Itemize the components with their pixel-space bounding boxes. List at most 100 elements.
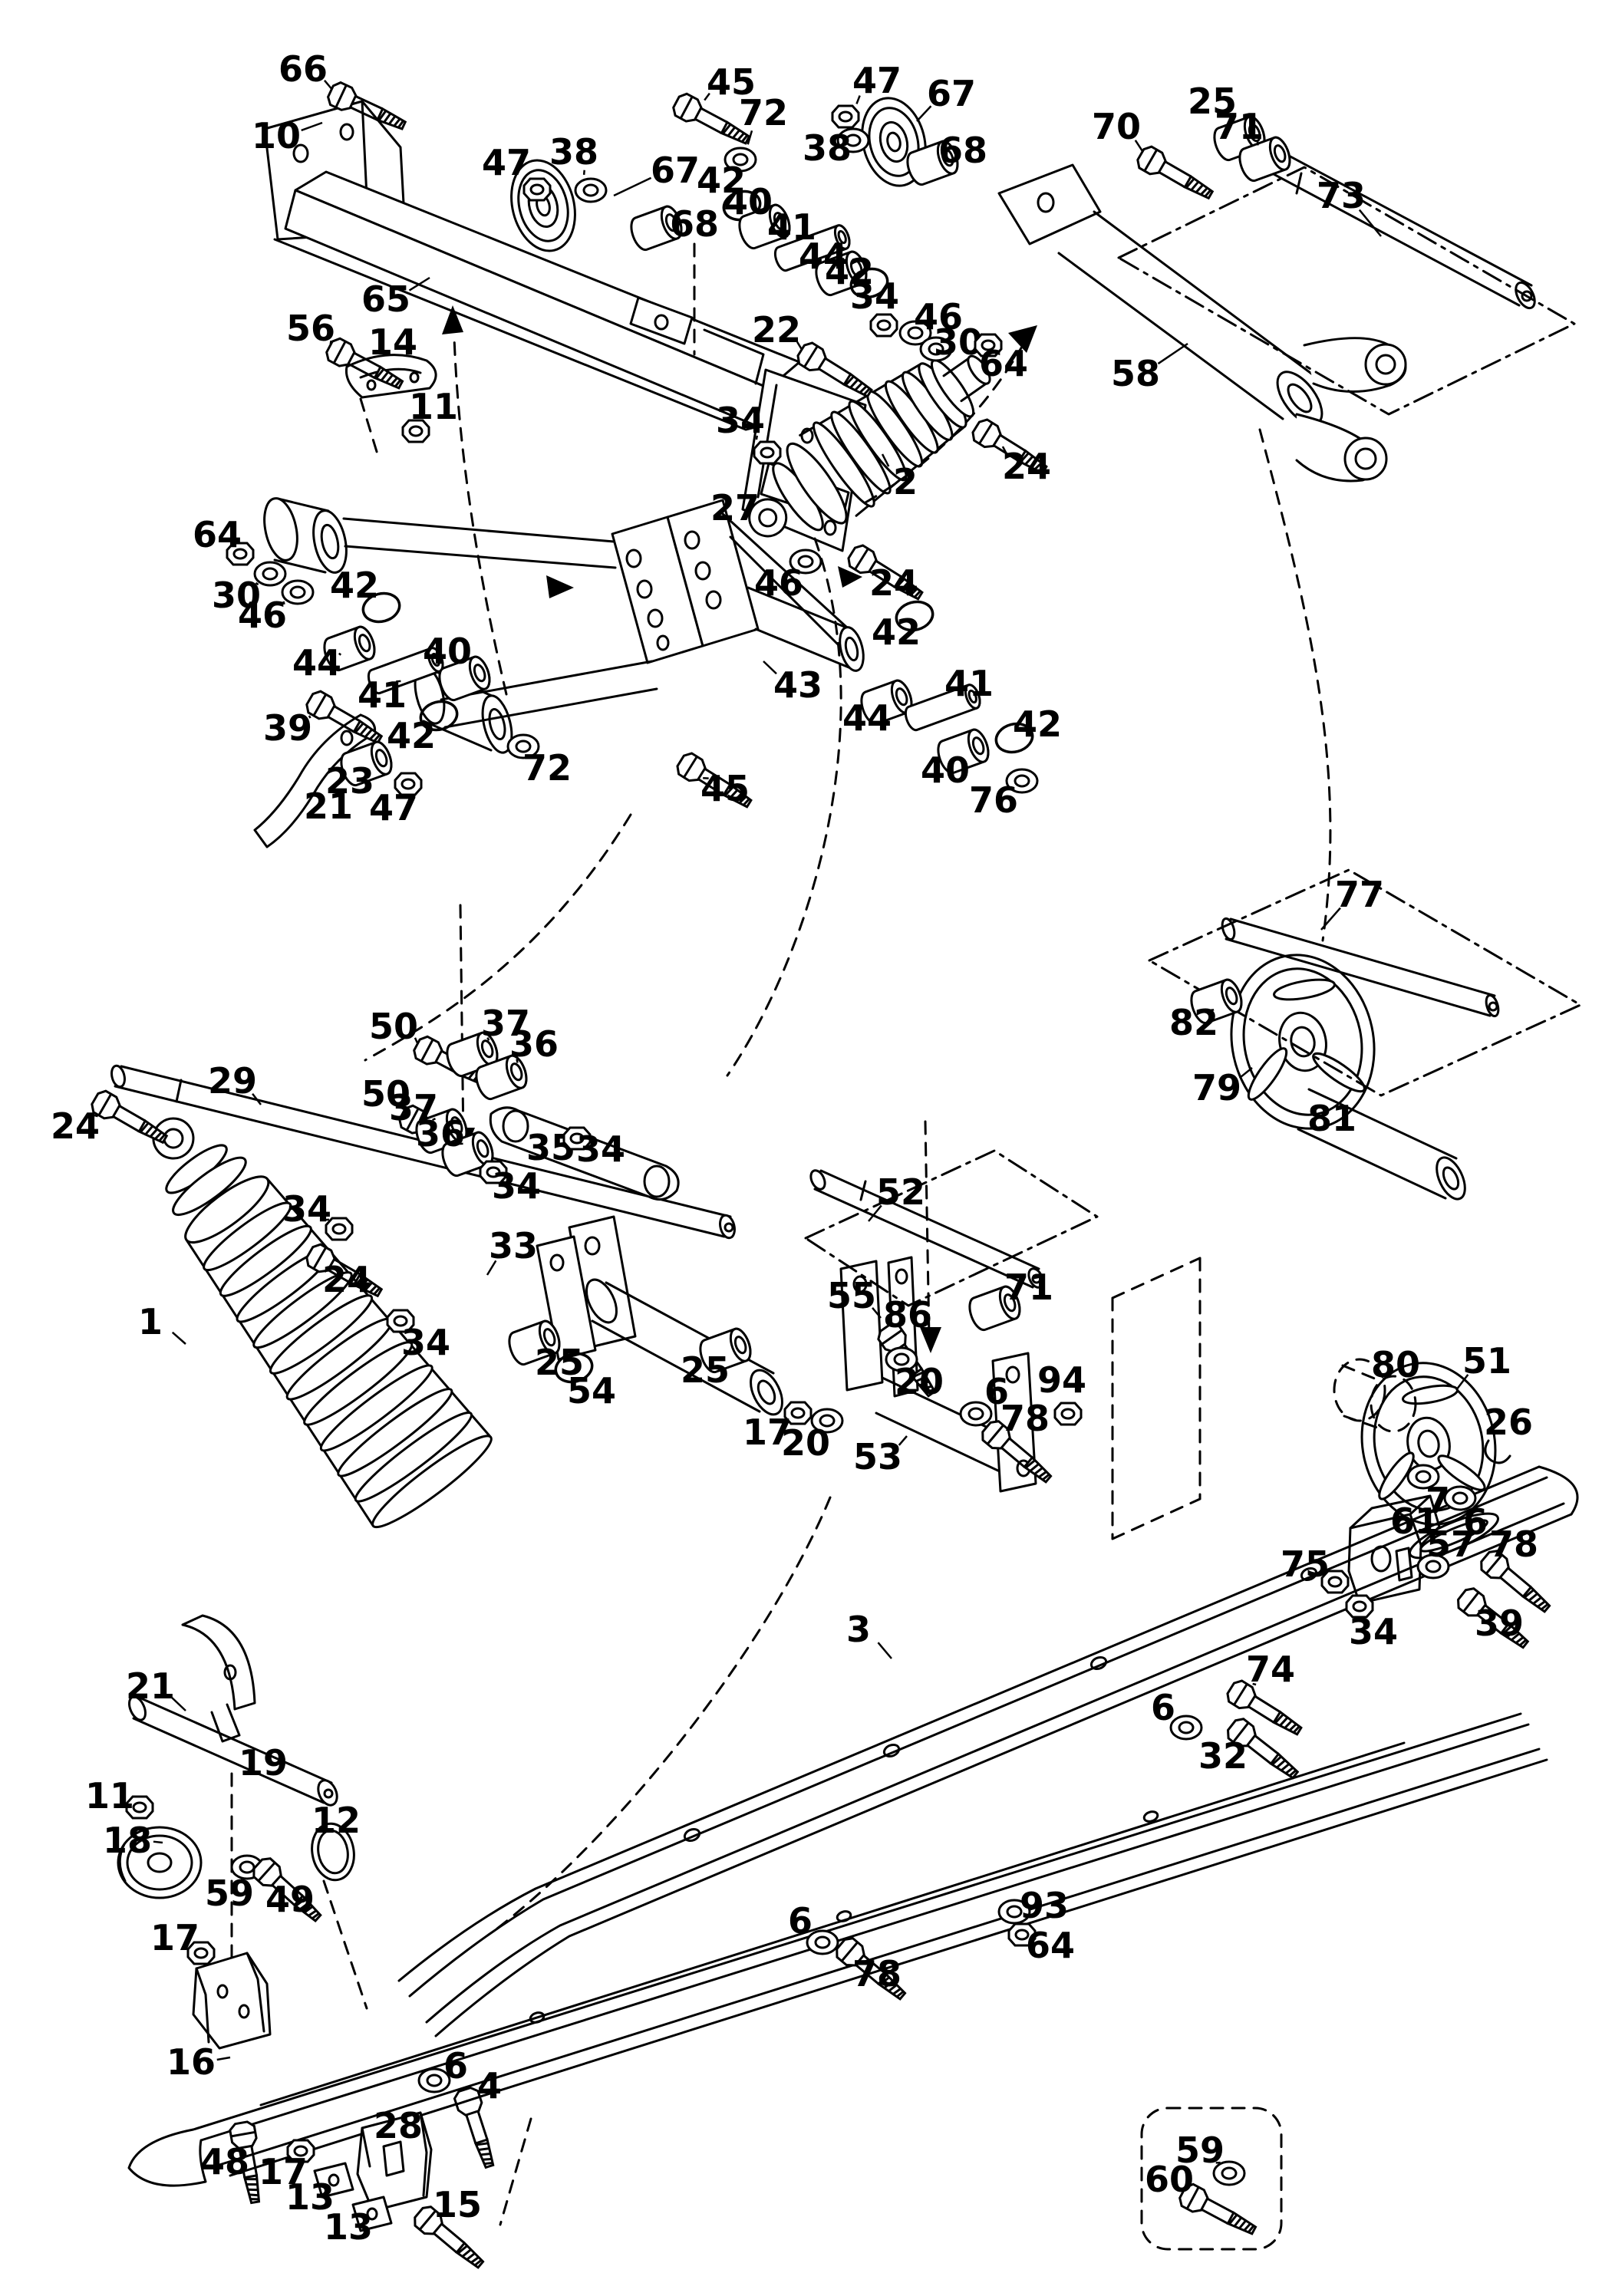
callout-leader-line	[1320, 907, 1341, 931]
part-callout-55: 55	[827, 1275, 876, 1316]
part-callout-17: 17	[743, 1412, 792, 1453]
part-callout-19: 19	[239, 1742, 288, 1784]
part-callout-17: 17	[259, 2151, 308, 2192]
part-callout-21: 21	[126, 1665, 175, 1707]
part-callout-33: 33	[489, 1225, 538, 1267]
part-callout-13: 13	[285, 2176, 335, 2218]
callout-leader-line	[763, 660, 777, 675]
part-callout-52: 52	[876, 1171, 925, 1213]
part-callout-45: 45	[700, 768, 750, 809]
part-callout-81: 81	[1307, 1098, 1356, 1139]
part-callout-59: 59	[1175, 2130, 1225, 2171]
part-callout-64: 64	[979, 343, 1028, 384]
callout-leader-line	[523, 175, 527, 180]
part-callout-57: 57	[1426, 1524, 1475, 1565]
part-callout-64: 64	[1026, 1925, 1075, 1966]
part-callout-70: 70	[1092, 106, 1141, 147]
callout-leader-line	[301, 121, 323, 132]
idler-wheel-79	[1230, 954, 1376, 1130]
callout-leader-line	[171, 1331, 186, 1345]
part-callout-71: 71	[1215, 106, 1264, 147]
guide-box-52	[804, 1149, 1099, 1307]
part-callout-68: 68	[938, 130, 987, 171]
part-callout-77: 77	[1335, 874, 1384, 915]
callout-leader-line	[868, 1204, 882, 1222]
part-callout-59: 59	[205, 1873, 254, 1914]
part-callout-48: 48	[200, 2141, 249, 2182]
callout-leader-line	[582, 170, 585, 175]
part-callout-94: 94	[1037, 1359, 1086, 1401]
part-callout-32: 32	[1198, 1735, 1248, 1777]
part-callout-44: 44	[842, 697, 892, 739]
part-callout-6: 6	[788, 1900, 813, 1942]
rail-assembly-3	[127, 1465, 1579, 2187]
part-callout-39: 39	[263, 707, 312, 749]
link-cluster-33-35	[489, 1106, 783, 1416]
part-callout-21: 21	[304, 786, 353, 827]
callout-leader-line	[1455, 1374, 1469, 1391]
part-callout-50: 50	[361, 1073, 410, 1115]
callout-leader-line	[755, 435, 758, 440]
callout-leader-line	[747, 130, 753, 145]
assembly-arrow-icon	[920, 1327, 941, 1353]
guide-box-77	[1148, 868, 1582, 1097]
shock-absorber-2	[748, 354, 991, 538]
part-callout-68: 68	[670, 203, 719, 245]
part-callout-37: 37	[389, 1087, 438, 1128]
part-callout-18: 18	[103, 1820, 152, 1861]
part-callout-51: 51	[1462, 1340, 1511, 1382]
part-callout-46: 46	[238, 595, 287, 636]
assembly-arrow-icon	[1008, 325, 1037, 353]
callout-leader-line	[1228, 115, 1234, 125]
guide-box-73	[1117, 166, 1576, 416]
assembly-arrow-icon	[442, 305, 463, 334]
part-callout-29: 29	[208, 1060, 257, 1102]
part-callout-58: 58	[1111, 353, 1160, 394]
part-callout-78: 78	[1489, 1524, 1538, 1565]
part-callout-17: 17	[150, 1917, 199, 1958]
part-callout-6: 6	[1151, 1687, 1175, 1728]
part-callout-40: 40	[423, 631, 472, 672]
part-callout-64: 64	[193, 514, 242, 555]
nut-glyph-icon	[831, 104, 860, 129]
callout-leader-line	[153, 1840, 163, 1844]
callout-leader-line	[432, 1118, 437, 1122]
part-callout-67: 67	[651, 150, 700, 191]
part-callout-54: 54	[567, 1370, 616, 1412]
callout-leader-line	[613, 176, 652, 197]
part-callout-36: 36	[509, 1023, 559, 1065]
part-callout-47: 47	[852, 60, 902, 101]
callout-leader-line	[486, 1037, 490, 1041]
part-callout-56: 56	[286, 308, 335, 349]
callout-leader-line	[855, 95, 861, 104]
part-callout-40: 40	[724, 181, 773, 222]
part-callout-28: 28	[374, 2105, 423, 2146]
callout-leader-line	[872, 570, 879, 573]
callout-leader-line	[877, 1642, 892, 1659]
part-callout-11: 11	[85, 1775, 134, 1817]
part-callout-24: 24	[51, 1105, 100, 1147]
part-callout-24: 24	[322, 1259, 371, 1300]
part-callout-43: 43	[773, 664, 822, 706]
part-callout-36: 36	[416, 1113, 465, 1155]
part-callout-34: 34	[716, 400, 765, 441]
callout-leader-line	[1134, 140, 1144, 152]
callout-leader-line	[1252, 1682, 1257, 1686]
part-callout-24: 24	[869, 562, 918, 604]
callout-leader-line	[94, 1114, 98, 1118]
part-callout-79: 79	[1192, 1067, 1241, 1108]
part-callout-42: 42	[872, 611, 921, 653]
part-callout-44: 44	[292, 642, 341, 684]
part-callout-86: 86	[883, 1294, 932, 1336]
part-callout-46: 46	[914, 296, 963, 338]
part-callout-74: 74	[1246, 1649, 1295, 1690]
part-callout-72: 72	[739, 92, 788, 133]
part-callout-42: 42	[825, 251, 874, 292]
nut-glyph-icon	[1053, 1402, 1083, 1426]
shaft-81	[1297, 1088, 1466, 1201]
part-callout-13: 13	[324, 2206, 373, 2248]
callout-leader-line	[916, 105, 932, 122]
part-callout-4: 4	[477, 2065, 502, 2107]
idler-wheel-51	[1360, 1362, 1497, 1526]
